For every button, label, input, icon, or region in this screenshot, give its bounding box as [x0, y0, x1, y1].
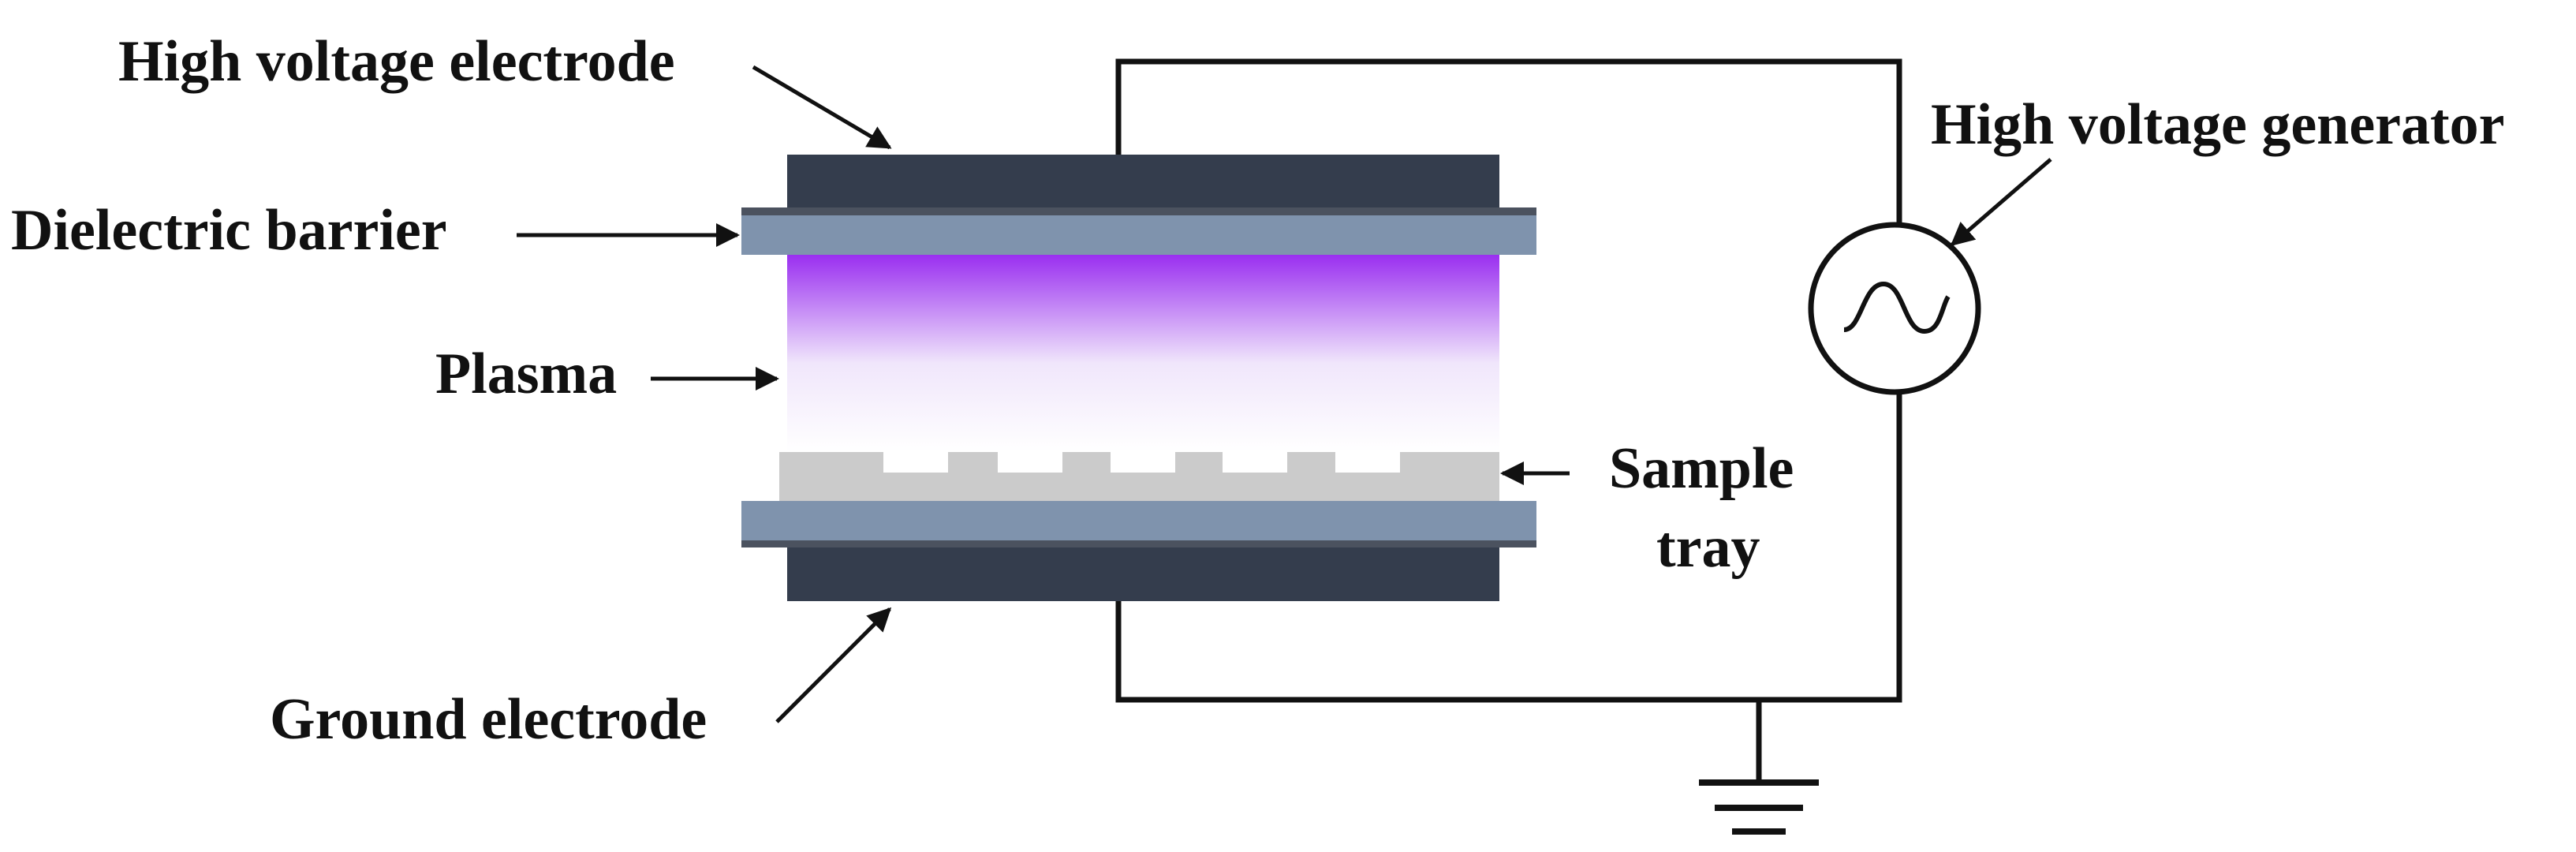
plasma-region	[787, 255, 1499, 452]
label-plasma: Plasma	[435, 342, 617, 406]
arrow-icon	[752, 65, 892, 150]
ground-symbol-icon	[1699, 779, 1819, 835]
circuit-wires	[1115, 58, 1902, 779]
sample-slots	[883, 452, 1400, 473]
ground-electrode	[787, 547, 1499, 601]
arrow-icon	[1950, 158, 2052, 246]
bottom-wire	[1115, 394, 1902, 703]
label-sample-line2: tray	[1656, 515, 1760, 580]
high-voltage-electrode	[787, 155, 1499, 210]
top-wire	[1115, 58, 1902, 222]
upper-dielectric-dark-edge	[741, 207, 1536, 215]
arrow-icon	[775, 607, 892, 723]
sample-slot	[1223, 452, 1287, 473]
lower-dielectric-barrier	[741, 501, 1536, 540]
ac-source-icon	[1808, 222, 1981, 395]
label-sample-line1: Sample	[1609, 436, 1794, 501]
sample-slot	[1111, 452, 1175, 473]
sample-slot	[998, 452, 1062, 473]
sample-slot	[1335, 452, 1400, 473]
sample-slot	[883, 452, 948, 473]
lower-dielectric-dark-edge	[741, 540, 1536, 547]
label-high-voltage-generator: High voltage generator	[1931, 92, 2505, 157]
label-high-voltage-electrode: High voltage electrode	[118, 29, 675, 94]
upper-dielectric-barrier	[741, 215, 1536, 255]
label-ground-electrode: Ground electrode	[270, 687, 707, 752]
label-dielectric-barrier: Dielectric barrier	[11, 198, 447, 263]
pointer-arrows	[517, 65, 2052, 723]
